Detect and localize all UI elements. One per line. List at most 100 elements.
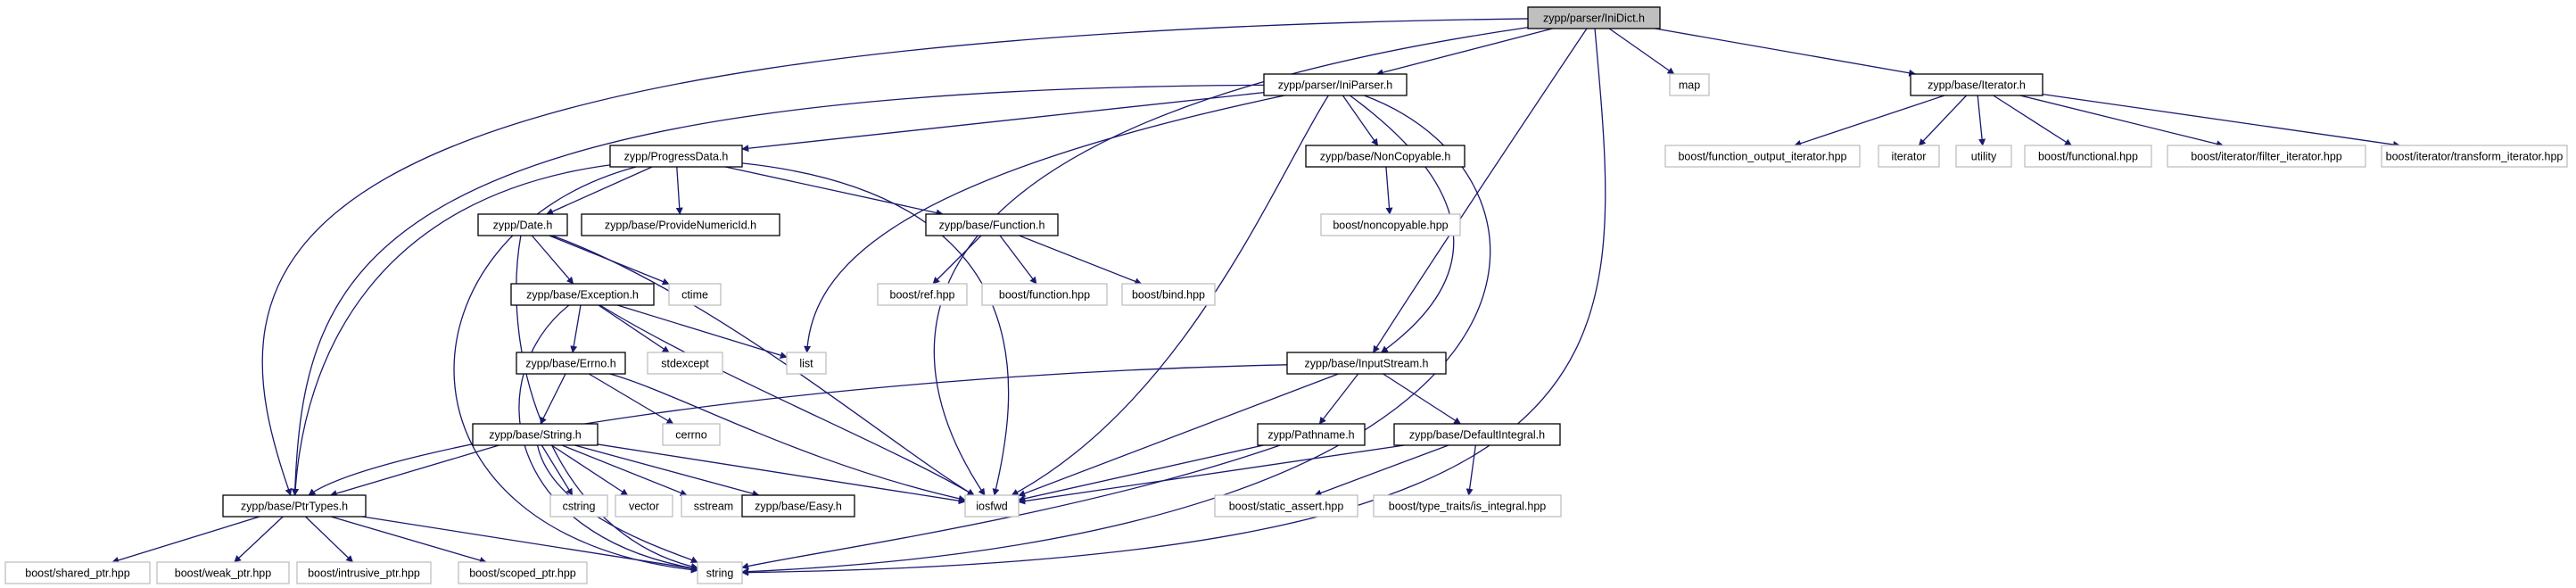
edge-progressdata-to-iosfwd [741, 162, 1010, 496]
edge-progressdata-to-date [546, 166, 653, 215]
node-box [1664, 145, 1861, 168]
node-box [647, 352, 723, 375]
edge-iterator_h-to-btransform [2042, 93, 2401, 148]
node-pathname[interactable]: zypp/Pathname.h [1257, 423, 1366, 446]
node-label: boost/iterator/transform_iterator.hpp [2386, 150, 2564, 162]
edge-string_h-to-string [536, 444, 698, 563]
node-label: vector [629, 500, 659, 512]
node-box [1393, 423, 1561, 446]
node-bf-output-iter: boost/function_output_iterator.hpp [1664, 145, 1861, 168]
edge-ptrtypes-to-bscoped [330, 516, 487, 564]
node-box [741, 494, 855, 518]
node-providenumericid[interactable]: zypp/base/ProvideNumericId.h [581, 213, 780, 236]
node-box [1955, 145, 2012, 168]
node-iterator: iterator [1878, 145, 1940, 168]
node-bfunction: boost/function.hpp [981, 283, 1108, 306]
edge-inputstream-to-iosfwd [1018, 373, 1339, 497]
node-label: zypp/Date.h [493, 219, 553, 231]
node-box [681, 494, 747, 518]
node-box [1257, 423, 1366, 446]
node-box [296, 561, 432, 584]
node-exception[interactable]: zypp/base/Exception.h [510, 283, 655, 306]
node-box [609, 145, 743, 168]
node-box [786, 352, 827, 375]
node-bstatic: boost/static_assert.hpp [1214, 494, 1358, 518]
edge-iterator_h-to-bfilter [2019, 95, 2225, 148]
node-bbind: boost/bind.hpp [1121, 283, 1216, 306]
edge-date-to-exception [531, 235, 574, 285]
edge-ptrtypes-to-string [362, 516, 698, 572]
node-box [2024, 145, 2152, 168]
edge-pathname-to-string [741, 444, 1281, 570]
node-bfunctional: boost/functional.hpp [2024, 145, 2152, 168]
node-noncopyable[interactable]: zypp/base/NonCopyable.h [1305, 145, 1466, 168]
node-box [1121, 283, 1216, 306]
edge-errno-to-cerrno [588, 373, 674, 425]
node-label: zypp/parser/IniDict.h [1543, 12, 1645, 24]
node-label: zypp/base/Exception.h [526, 288, 639, 301]
edge-iniparser-to-iosfwd [1011, 95, 1329, 496]
edge-defaultintegral-to-bistype [1466, 444, 1476, 496]
node-list: list [786, 352, 827, 375]
node-easy[interactable]: zypp/base/Easy.h [741, 494, 855, 518]
node-box [516, 352, 626, 375]
node-utility: utility [1955, 145, 2012, 168]
node-box [697, 561, 743, 584]
edge-exception-to-list [616, 304, 788, 359]
edge-iniparser-to-progressdata [741, 92, 1265, 153]
node-iniparser[interactable]: zypp/parser/IniParser.h [1263, 73, 1408, 96]
node-box [549, 494, 608, 518]
edge-exception-to-string [518, 304, 698, 572]
edge-progressdata-to-string [453, 166, 698, 574]
node-inputstream[interactable]: zypp/base/InputStream.h [1286, 352, 1447, 375]
node-label: zypp/base/Iterator.h [1928, 79, 2026, 91]
edge-iterator_h-to-utility [1977, 95, 1986, 146]
node-label: map [1679, 79, 1700, 91]
node-label: list [799, 357, 813, 369]
node-stdexcept: stdexcept [647, 352, 723, 375]
node-label: boost/functional.hpp [2038, 150, 2138, 162]
node-string-h[interactable]: zypp/base/String.h [472, 423, 599, 446]
node-label: boost/ref.hpp [890, 288, 955, 301]
node-box [1910, 73, 2043, 96]
node-box [615, 494, 673, 518]
edge-iterator_h-to-bf_output_iter [1794, 95, 1945, 147]
edge-inidict-to-inputstream [1373, 28, 1588, 353]
node-box [1373, 494, 1562, 518]
node-progressdata[interactable]: zypp/ProgressData.h [609, 145, 743, 168]
node-box [1669, 73, 1710, 96]
node-box [222, 494, 367, 518]
node-date[interactable]: zypp/Date.h [477, 213, 568, 236]
node-string: string [697, 561, 743, 584]
node-bnoncopyable: boost/noncopyable.hpp [1320, 213, 1461, 236]
edge-inidict-to-iniparser [1375, 28, 1553, 77]
node-box [477, 213, 568, 236]
node-errno[interactable]: zypp/base/Errno.h [516, 352, 626, 375]
node-defaultintegral[interactable]: zypp/base/DefaultIntegral.h [1393, 423, 1561, 446]
node-iterator-h[interactable]: zypp/base/Iterator.h [1910, 73, 2043, 96]
node-label: zypp/ProgressData.h [624, 150, 729, 162]
edge-exception-to-errno [570, 304, 582, 353]
node-label: zypp/base/Easy.h [755, 500, 842, 512]
node-inidict[interactable]: zypp/parser/IniDict.h [1527, 6, 1661, 29]
node-box [925, 213, 1059, 236]
edge-string_h-to-sstream [561, 444, 688, 497]
edge-progressdata-to-function [725, 166, 944, 217]
edge-progressdata-to-providenumericid [675, 166, 683, 215]
node-function[interactable]: zypp/base/Function.h [925, 213, 1059, 236]
node-box [981, 283, 1108, 306]
edge-defaultintegral-to-iosfwd [1018, 444, 1405, 505]
node-cerrno: cerrno [662, 423, 721, 446]
node-ptrtypes[interactable]: zypp/base/PtrTypes.h [222, 494, 367, 518]
node-label: string [706, 567, 734, 579]
edge-iniparser-to-list [804, 95, 1285, 353]
edge-iniparser-to-noncopyable [1342, 95, 1379, 146]
node-label: boost/static_assert.hpp [1229, 500, 1344, 512]
node-box [510, 283, 655, 306]
node-box [662, 423, 721, 446]
edge-ptrtypes-to-bintrusive [305, 516, 354, 563]
node-box [1305, 145, 1466, 168]
node-ctime: ctime [668, 283, 722, 306]
node-label: zypp/Pathname.h [1267, 428, 1354, 441]
node-label: zypp/base/Errno.h [525, 357, 615, 369]
